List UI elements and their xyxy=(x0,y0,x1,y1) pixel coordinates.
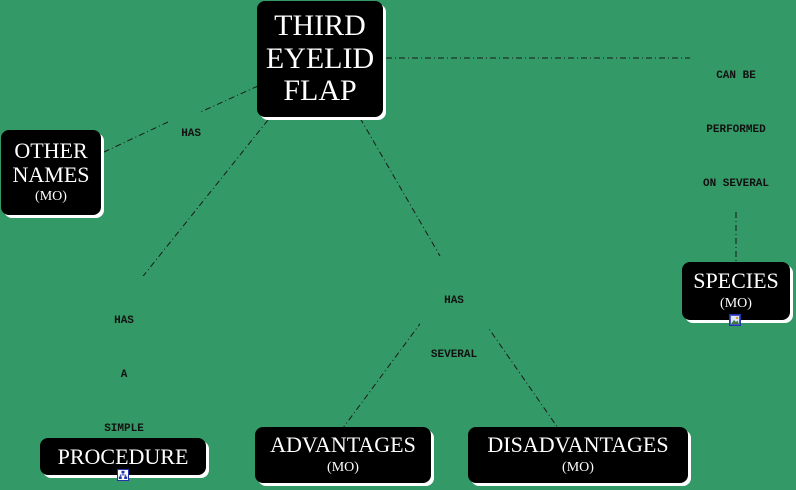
node-title-line: ADVANTAGES xyxy=(270,432,416,458)
link-label-line: SEVERAL xyxy=(430,349,478,361)
link-label-has: HAS xyxy=(168,107,202,143)
node-title-line: FLAP xyxy=(283,74,357,108)
node-other-names[interactable]: OTHER NAMES (MO) xyxy=(1,130,101,215)
link-main-hasasimple xyxy=(139,119,269,281)
node-subtitle: (MO) xyxy=(720,295,752,311)
link-label-line: A xyxy=(120,369,128,381)
link-label-line: ON SEVERAL xyxy=(702,178,769,190)
node-title-line: OTHER xyxy=(14,137,88,163)
node-species[interactable]: SPECIES (MO) xyxy=(682,262,790,320)
node-subtitle: (MO) xyxy=(327,459,359,475)
link-label-line: PERFORMED xyxy=(706,124,766,136)
link-label-line: HAS xyxy=(114,315,134,327)
node-procedure[interactable]: PROCEDURE xyxy=(40,438,206,475)
link-label-line: HAS xyxy=(444,295,464,307)
link-label-can-be-performed: CAN BE PERFORMED ON SEVERAL xyxy=(690,31,782,211)
node-title-line: EYELID xyxy=(265,41,375,75)
link-label-line: CAN BE xyxy=(716,70,756,82)
link-has-othernames xyxy=(103,121,169,153)
link-main-hasseveral xyxy=(359,117,441,257)
node-title-line: SPECIES xyxy=(693,268,779,294)
node-advantages[interactable]: ADVANTAGES (MO) xyxy=(255,427,431,483)
link-label-has-text: HAS xyxy=(181,128,202,140)
node-disadvantages[interactable]: DISADVANTAGES (MO) xyxy=(468,427,688,483)
node-title-line: PROCEDURE xyxy=(57,443,189,469)
node-subtitle: (MO) xyxy=(35,189,67,205)
node-title-line: NAMES xyxy=(12,161,90,187)
image-icon[interactable] xyxy=(729,314,741,326)
node-third-eyelid-flap[interactable]: THIRD EYELID FLAP xyxy=(257,1,383,117)
link-label-has-several: HAS SEVERAL xyxy=(420,256,488,382)
link-label-line: SIMPLE xyxy=(104,423,144,435)
link-main-has xyxy=(195,85,259,115)
network-icon[interactable] xyxy=(117,469,129,481)
node-subtitle: (MO) xyxy=(562,459,594,475)
node-title-line: THIRD xyxy=(274,9,366,43)
link-label-has-a-simple: HAS A SIMPLE xyxy=(96,276,152,456)
node-title-line: DISADVANTAGES xyxy=(487,432,669,458)
